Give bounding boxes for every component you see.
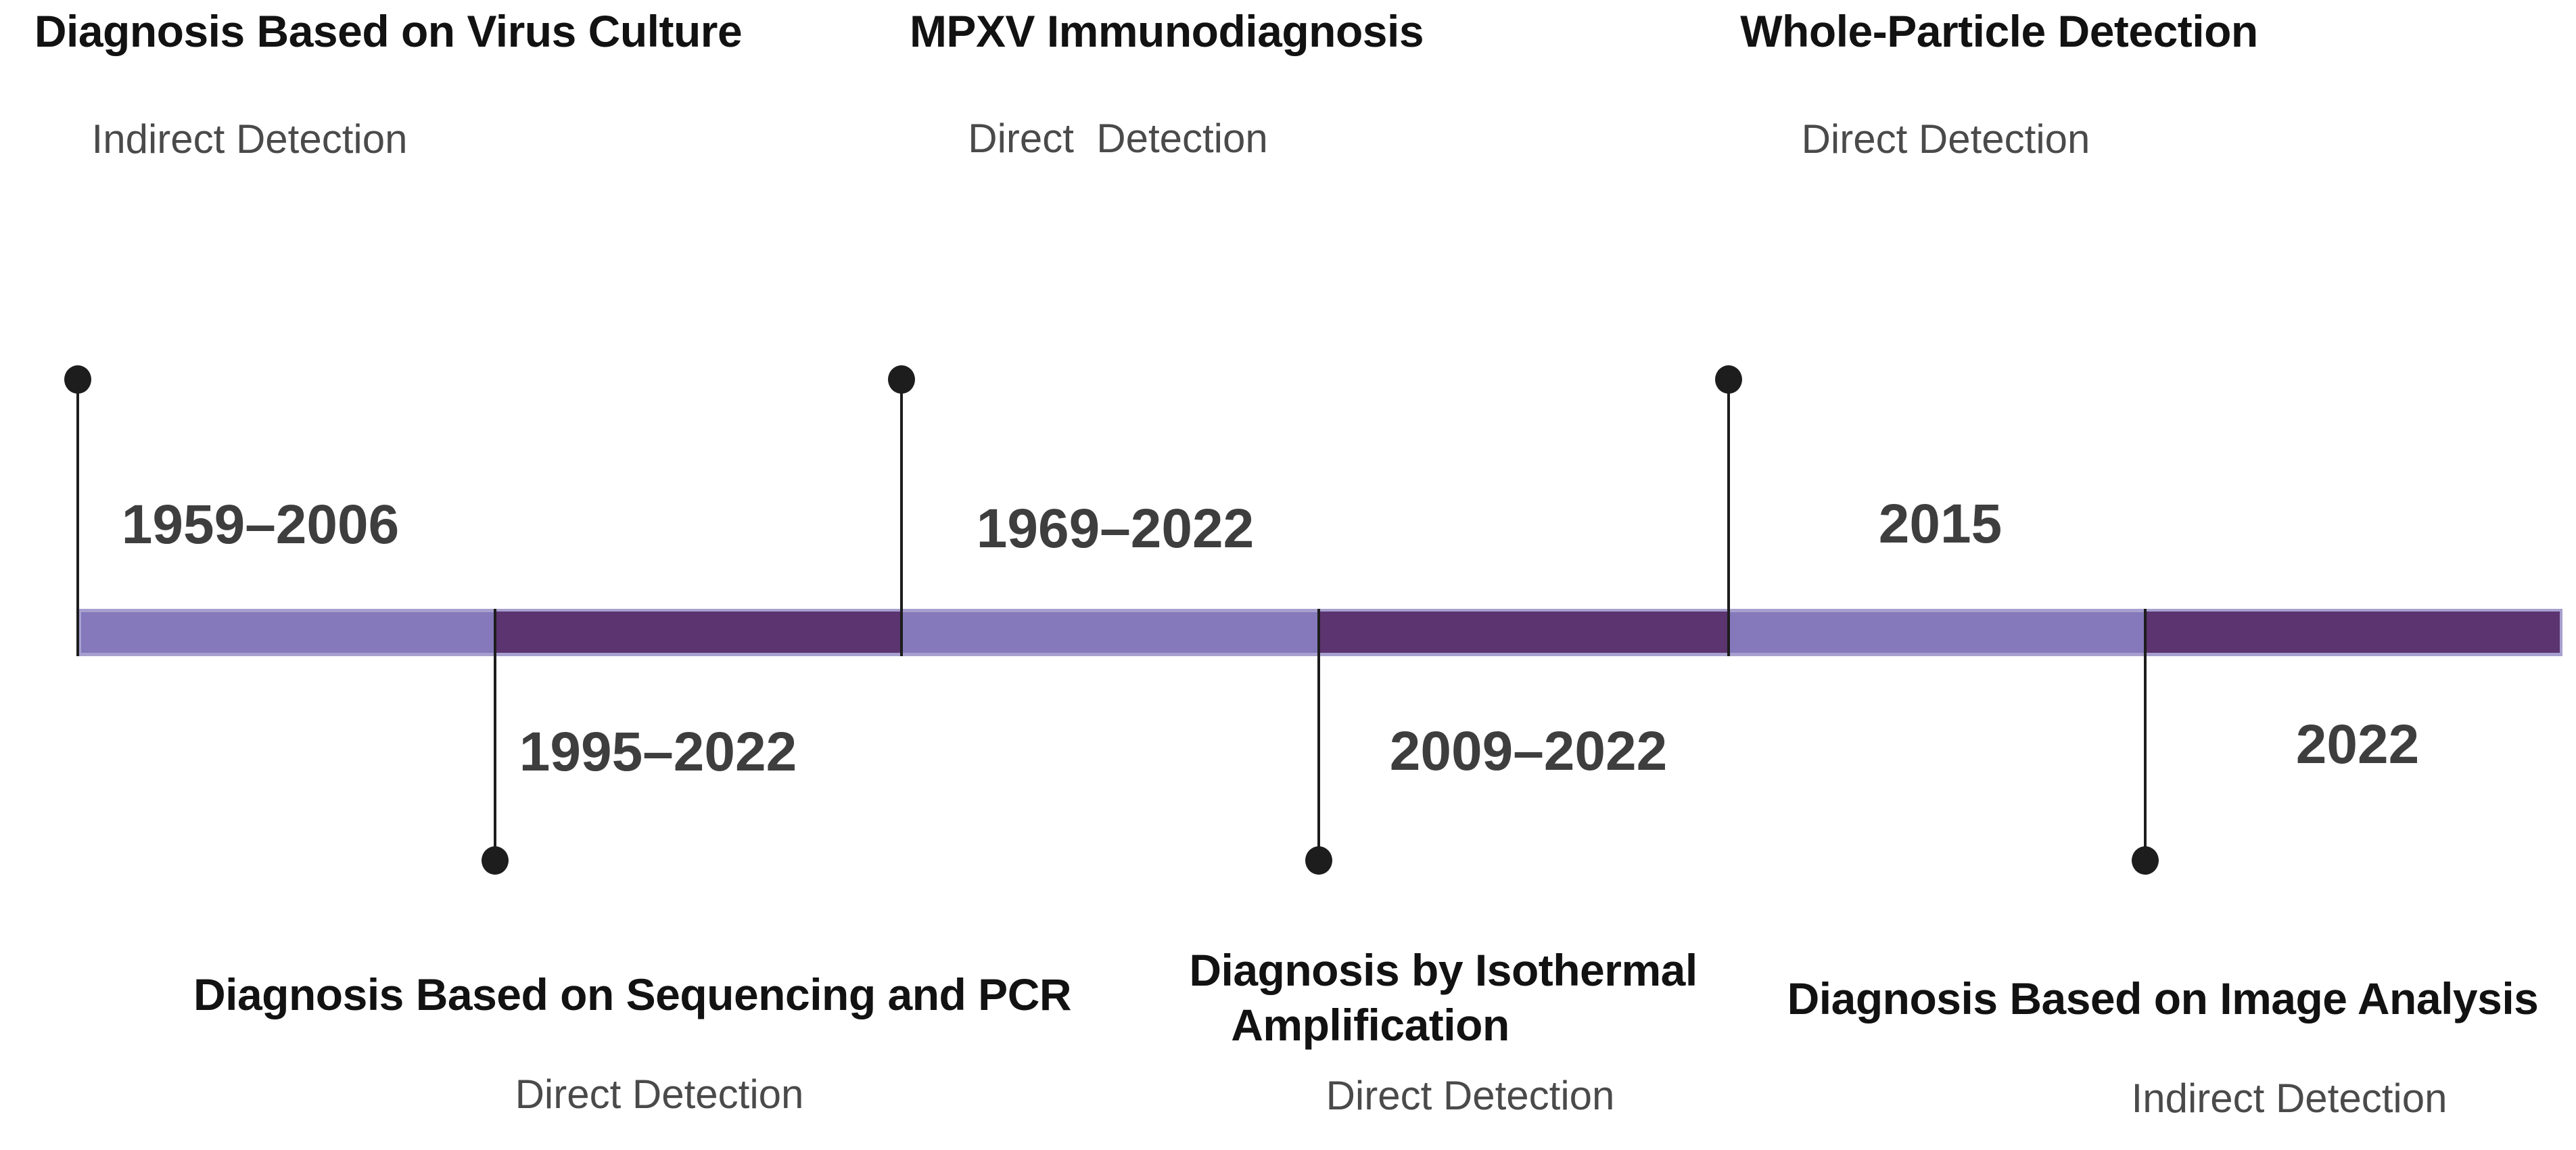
event-stem-sequencing-pcr bbox=[494, 609, 496, 860]
event-dot-image-analysis bbox=[2132, 846, 2159, 875]
period-whole-particle: 2015 bbox=[1878, 493, 2003, 555]
event-dot-isothermal bbox=[1305, 846, 1332, 875]
detection-type-image-analysis: Indirect Detection bbox=[2131, 1076, 2448, 1121]
event-stem-virus-culture bbox=[76, 380, 79, 656]
method-title-isothermal-line2: Amplification bbox=[1231, 1000, 1509, 1050]
event-stem-isothermal bbox=[1317, 609, 1320, 860]
event-dot-sequencing-pcr bbox=[482, 846, 509, 875]
period-image-analysis: 2022 bbox=[2295, 714, 2420, 775]
method-title-immunodiagnosis: MPXV Immunodiagnosis bbox=[909, 6, 1424, 56]
method-title-isothermal-line1: Diagnosis by Isothermal bbox=[1189, 945, 1697, 995]
timeline-bar bbox=[78, 609, 2562, 656]
method-title-image-analysis: Diagnosis Based on Image Analysis bbox=[1787, 973, 2539, 1024]
event-dot-whole-particle bbox=[1715, 365, 1742, 394]
event-stem-image-analysis bbox=[2144, 609, 2147, 860]
detection-type-sequencing-pcr: Direct Detection bbox=[515, 1072, 804, 1117]
method-title-sequencing-pcr: Diagnosis Based on Sequencing and PCR bbox=[193, 969, 1072, 1019]
detection-type-whole-particle: Direct Detection bbox=[1801, 116, 2090, 162]
timeline-segment-dark-3 bbox=[2145, 612, 2560, 653]
method-title-whole-particle: Whole-Particle Detection bbox=[1740, 6, 2258, 56]
detection-type-virus-culture: Indirect Detection bbox=[91, 116, 408, 162]
event-dot-immunodiagnosis bbox=[888, 365, 915, 394]
timeline-segment-dark-2 bbox=[1319, 612, 1729, 653]
event-stem-immunodiagnosis bbox=[900, 380, 903, 656]
period-virus-culture: 1959–2006 bbox=[121, 494, 400, 555]
detection-type-isothermal: Direct Detection bbox=[1326, 1073, 1615, 1118]
event-stem-whole-particle bbox=[1727, 380, 1730, 656]
method-title-virus-culture: Diagnosis Based on Virus Culture bbox=[34, 6, 743, 56]
timeline-segment-dark-1 bbox=[495, 612, 901, 653]
period-isothermal: 2009–2022 bbox=[1389, 720, 1668, 782]
detection-type-immunodiagnosis: Direct Detection bbox=[968, 116, 1268, 161]
period-immunodiagnosis: 1969–2022 bbox=[976, 498, 1255, 559]
period-sequencing-pcr: 1995–2022 bbox=[519, 721, 797, 783]
event-dot-virus-culture bbox=[64, 365, 91, 394]
